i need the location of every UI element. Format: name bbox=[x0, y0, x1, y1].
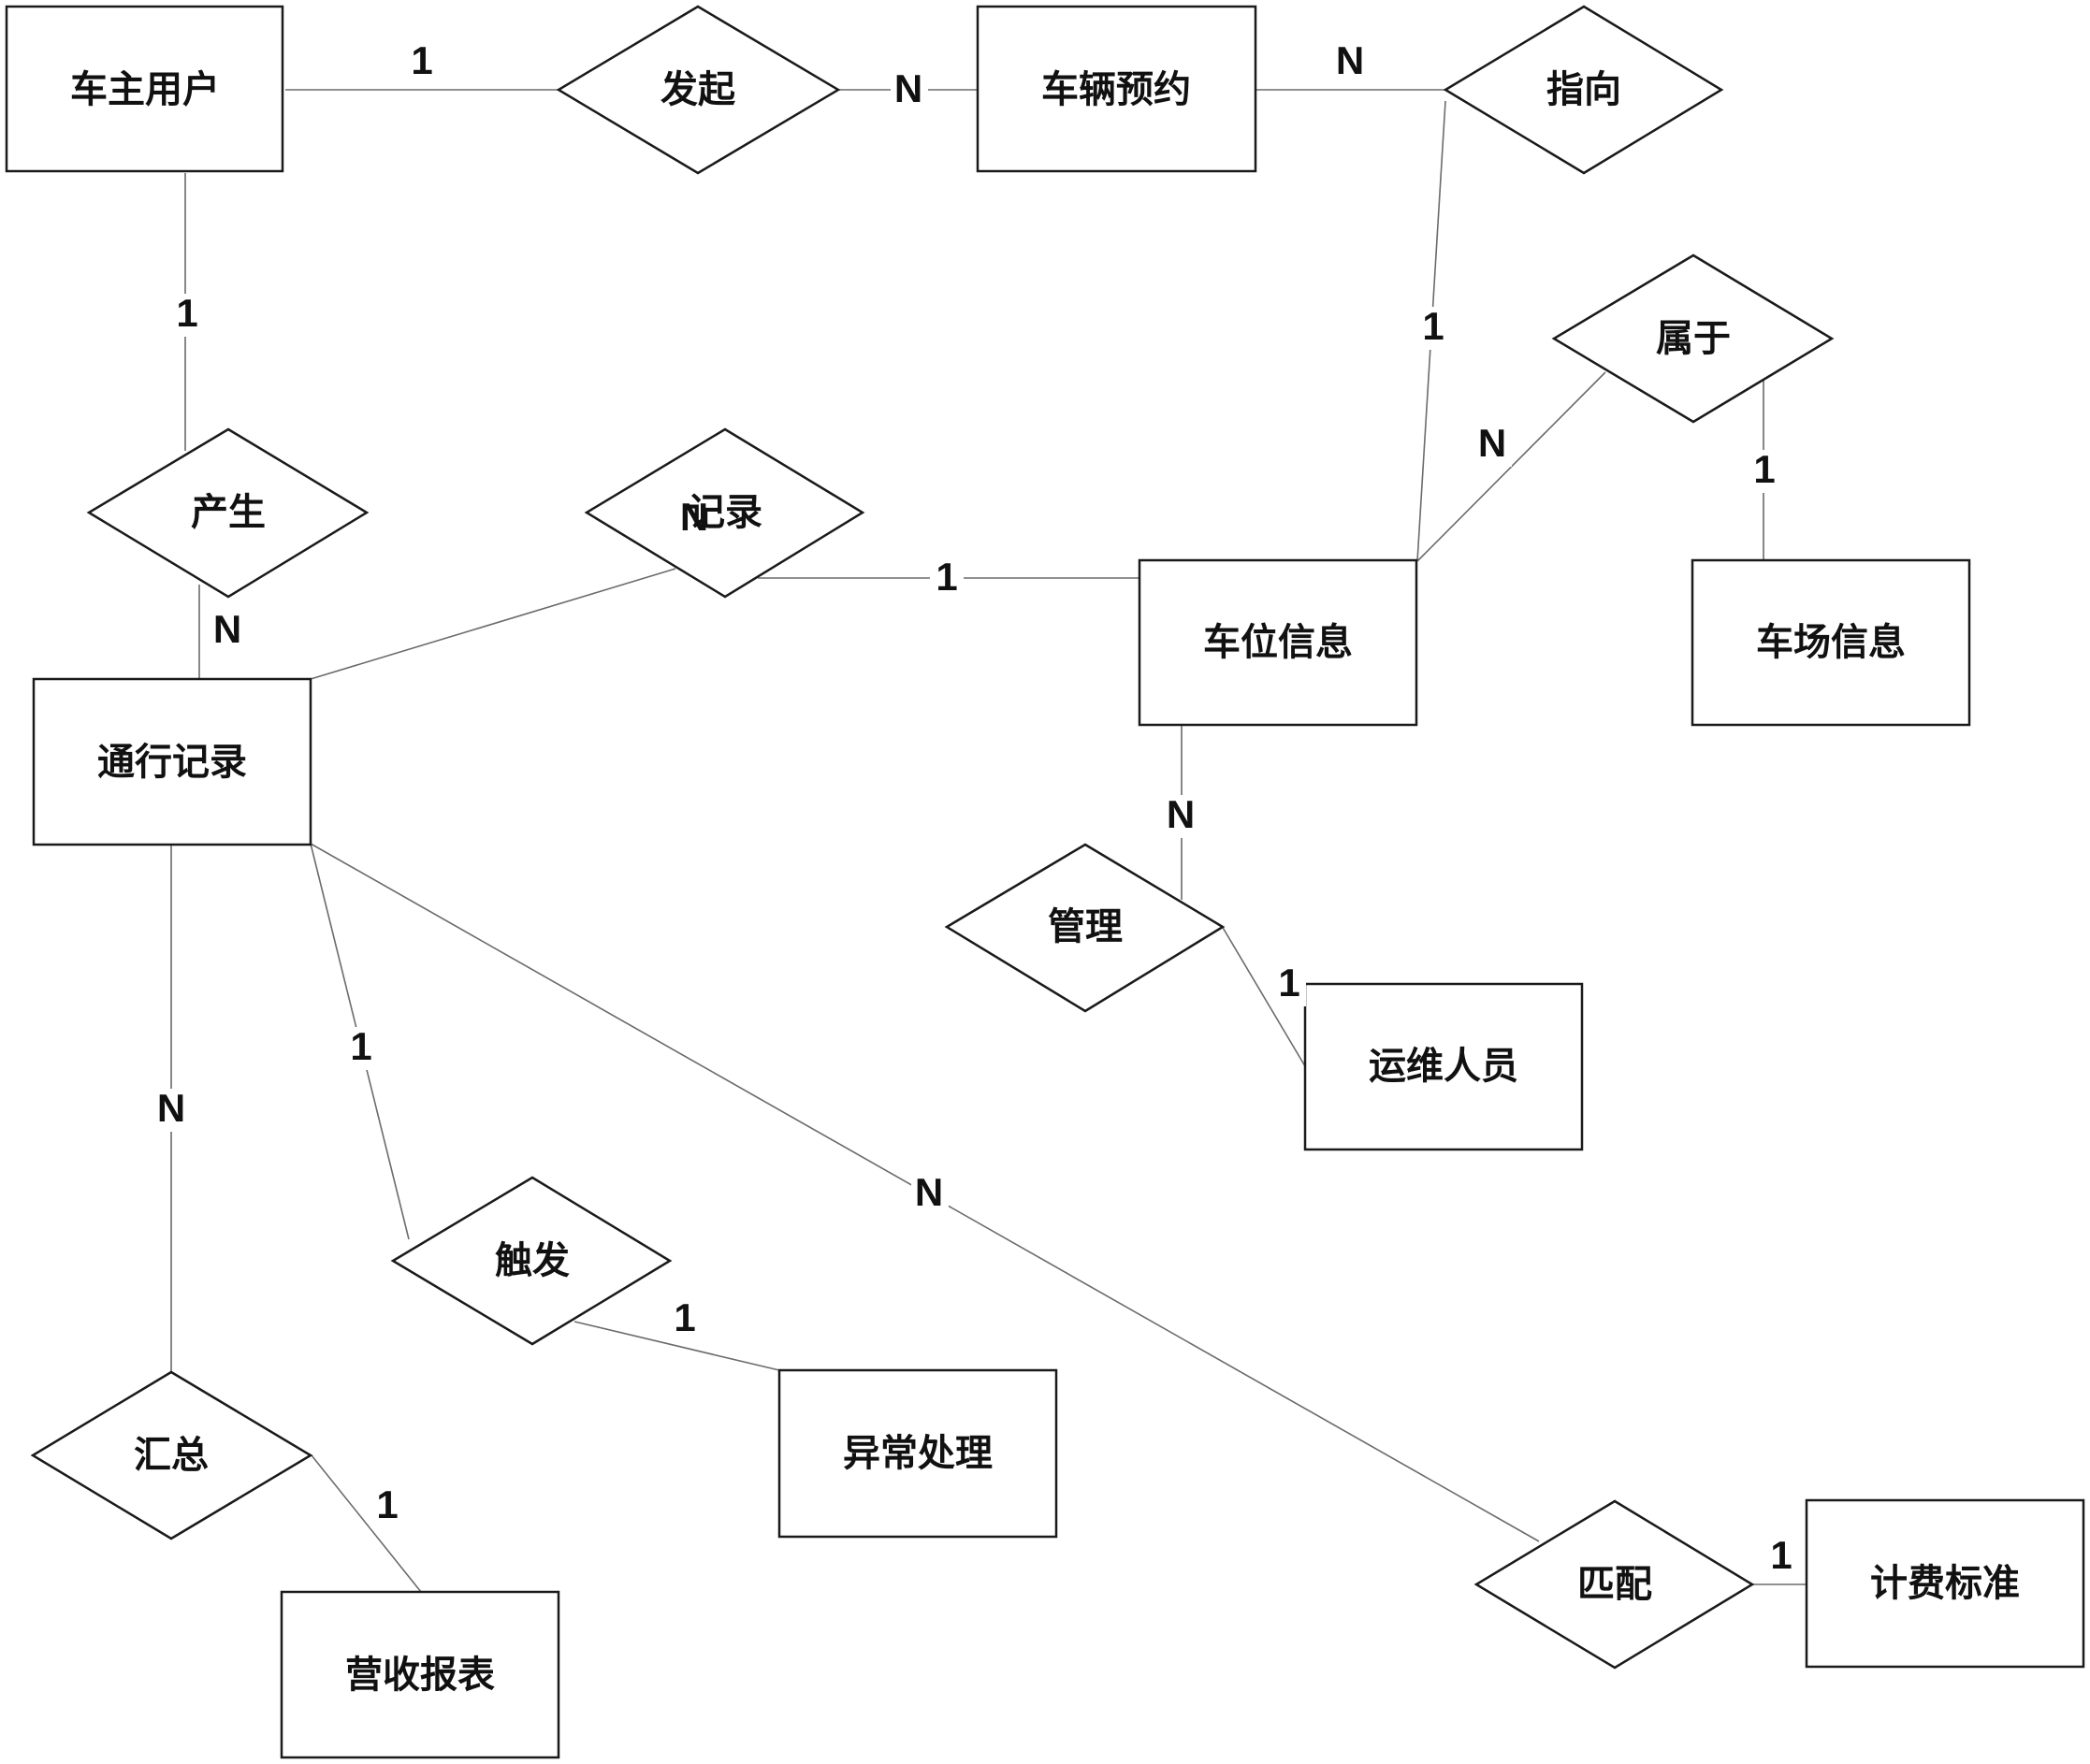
relationship-initiate[interactable]: 发起 bbox=[556, 5, 841, 175]
entity-space-info[interactable]: 车位信息 bbox=[1138, 558, 1418, 727]
card-owner-produce: 1 bbox=[176, 291, 197, 335]
card-space-manage: N bbox=[1167, 792, 1195, 836]
entity-car-owner-label: 车主用户 bbox=[70, 68, 220, 111]
card-manage-staff: 1 bbox=[1278, 961, 1299, 1005]
cardinality-labels: 1 N N 1 N 1 1 N N 1 N 1 1 1 N 1 N 1 bbox=[153, 38, 1798, 1579]
relationship-produce-label: 产生 bbox=[191, 491, 266, 534]
edges bbox=[170, 89, 1807, 1593]
card-pointto-space: 1 bbox=[1422, 304, 1444, 348]
card-initiate-reservation: N bbox=[894, 66, 922, 110]
card-belongto-lot: 1 bbox=[1753, 447, 1775, 491]
edge-trigger-exception bbox=[573, 1321, 780, 1371]
relationship-record-label: 记录 bbox=[688, 491, 762, 534]
card-pass-match: N bbox=[915, 1170, 943, 1214]
relationship-manage-label: 管理 bbox=[1048, 905, 1123, 948]
entity-revenue-report[interactable]: 营收报表 bbox=[280, 1590, 560, 1759]
card-produce-pass: N bbox=[213, 607, 241, 651]
entity-reservation[interactable]: 车辆预约 bbox=[976, 5, 1257, 173]
relationship-point-to-label: 指向 bbox=[1546, 68, 1621, 111]
entity-reservation-label: 车辆预约 bbox=[1041, 68, 1191, 111]
relationship-trigger[interactable]: 触发 bbox=[390, 1176, 673, 1346]
card-reservation-pointto: N bbox=[1336, 38, 1364, 82]
card-owner-initiate: 1 bbox=[411, 38, 432, 82]
relationship-trigger-label: 触发 bbox=[495, 1239, 570, 1282]
relationship-record[interactable]: 记录 bbox=[584, 427, 865, 599]
entity-billing-standard[interactable]: 计费标准 bbox=[1805, 1498, 2085, 1669]
card-record-pass: N bbox=[680, 495, 708, 539]
relationship-summarize[interactable]: 汇总 bbox=[30, 1370, 313, 1540]
card-space-belongto: N bbox=[1478, 421, 1506, 465]
relationship-belong-to[interactable]: 属于 bbox=[1551, 253, 1835, 424]
edge-summarize-report bbox=[311, 1454, 422, 1593]
entity-exception-label: 异常处理 bbox=[843, 1432, 993, 1475]
entity-space-info-label: 车位信息 bbox=[1203, 621, 1353, 664]
relationship-initiate-label: 发起 bbox=[660, 68, 736, 111]
relationship-summarize-label: 汇总 bbox=[134, 1434, 209, 1477]
edge-manage-staff bbox=[1221, 925, 1306, 1067]
entity-pass-record-label: 通行记录 bbox=[97, 741, 247, 784]
entity-car-owner[interactable]: 车主用户 bbox=[5, 5, 284, 173]
entity-pass-record[interactable]: 通行记录 bbox=[32, 677, 312, 846]
edge-record-pass bbox=[310, 568, 676, 680]
relationship-produce[interactable]: 产生 bbox=[86, 427, 370, 599]
entity-revenue-report-label: 营收报表 bbox=[345, 1654, 495, 1697]
card-record-space: 1 bbox=[936, 555, 957, 599]
card-summarize-report: 1 bbox=[376, 1482, 398, 1526]
card-pass-summarize: N bbox=[157, 1086, 185, 1130]
relationship-match[interactable]: 匹配 bbox=[1473, 1499, 1755, 1670]
card-trigger-exception: 1 bbox=[674, 1295, 695, 1339]
relationship-manage[interactable]: 管理 bbox=[944, 843, 1226, 1013]
entity-lot-info[interactable]: 车场信息 bbox=[1691, 558, 1971, 727]
entity-ops-staff[interactable]: 运维人员 bbox=[1303, 982, 1584, 1151]
entity-ops-staff-label: 运维人员 bbox=[1369, 1045, 1518, 1088]
entity-lot-info-label: 车场信息 bbox=[1756, 621, 1906, 664]
relationship-match-label: 匹配 bbox=[1577, 1563, 1652, 1606]
relationship-point-to[interactable]: 指向 bbox=[1443, 5, 1724, 175]
entity-billing-standard-label: 计费标准 bbox=[1870, 1562, 2020, 1605]
entity-exception[interactable]: 异常处理 bbox=[777, 1368, 1058, 1539]
relationship-belong-to-label: 属于 bbox=[1656, 317, 1731, 360]
card-pass-trigger: 1 bbox=[350, 1024, 371, 1068]
card-match-billing: 1 bbox=[1770, 1533, 1792, 1577]
